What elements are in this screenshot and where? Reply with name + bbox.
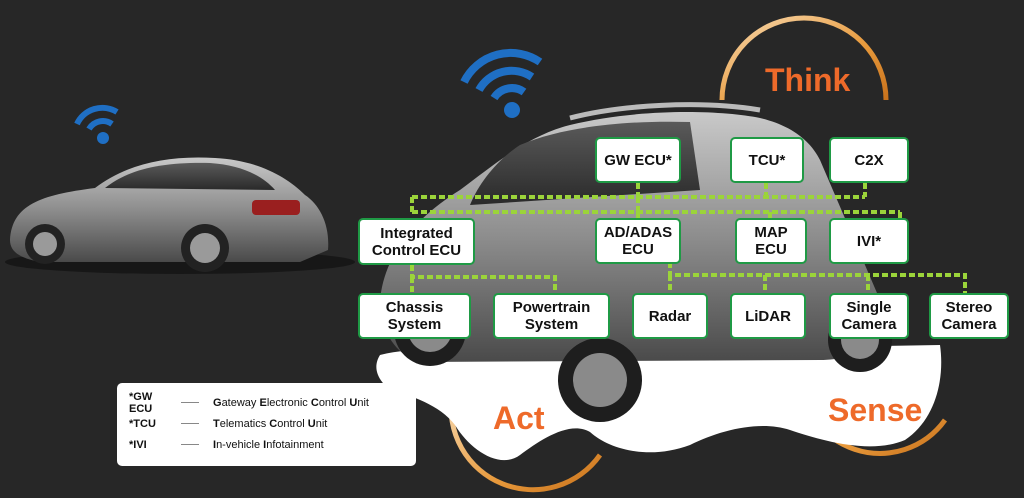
wifi-icon — [74, 104, 119, 144]
c2x-box: C2X — [829, 137, 909, 183]
ad-adas-ecu-box: AD/ADAS ECU — [595, 218, 681, 264]
ground-reflection — [376, 345, 942, 461]
act-ring-arc — [448, 394, 603, 493]
legend-row: *IVI In-vehicle Infotainment — [129, 434, 404, 455]
powertrain-system-box: Powertrain System — [493, 293, 610, 339]
map-ecu-box: MAP ECU — [735, 218, 807, 264]
act-label: Act — [493, 400, 545, 436]
legend-definition: In-vehicle Infotainment — [213, 438, 324, 451]
legend-definition: Gateway Electronic Control Unit — [213, 396, 369, 409]
legend-dash — [181, 444, 199, 445]
legend-dash — [181, 423, 199, 424]
lidar-box: LiDAR — [730, 293, 806, 339]
legend-row: *TCU Telematics Control Unit — [129, 413, 404, 434]
think-label: Think — [765, 62, 851, 98]
legend-dash — [181, 402, 199, 403]
legend-definition: Telematics Control Unit — [213, 417, 328, 430]
stereo-camera-box: Stereo Camera — [929, 293, 1009, 339]
legend-row: *GW ECU Gateway Electronic Control Unit — [129, 390, 404, 415]
sense-label: Sense — [828, 392, 923, 428]
tcu-box: TCU* — [730, 137, 804, 183]
abbreviation-legend: *GW ECU Gateway Electronic Control Unit … — [117, 383, 416, 466]
legend-abbr: *TCU — [129, 417, 156, 430]
ivi-box: IVI* — [829, 218, 909, 264]
integrated-control-ecu-box: Integrated Control ECU — [358, 218, 475, 265]
legend-abbr: *GW ECU — [129, 390, 153, 415]
bus-sensor — [668, 262, 967, 293]
sedan-illustration — [5, 157, 355, 274]
single-camera-box: Single Camera — [829, 293, 909, 339]
wifi-icon — [460, 48, 543, 118]
radar-box: Radar — [632, 293, 708, 339]
gw-ecu-box: GW ECU* — [595, 137, 681, 183]
legend-abbr: *IVI — [129, 438, 147, 451]
chassis-system-box: Chassis System — [358, 293, 471, 339]
think-ring-arc — [719, 15, 889, 101]
bus-connections — [410, 183, 967, 293]
